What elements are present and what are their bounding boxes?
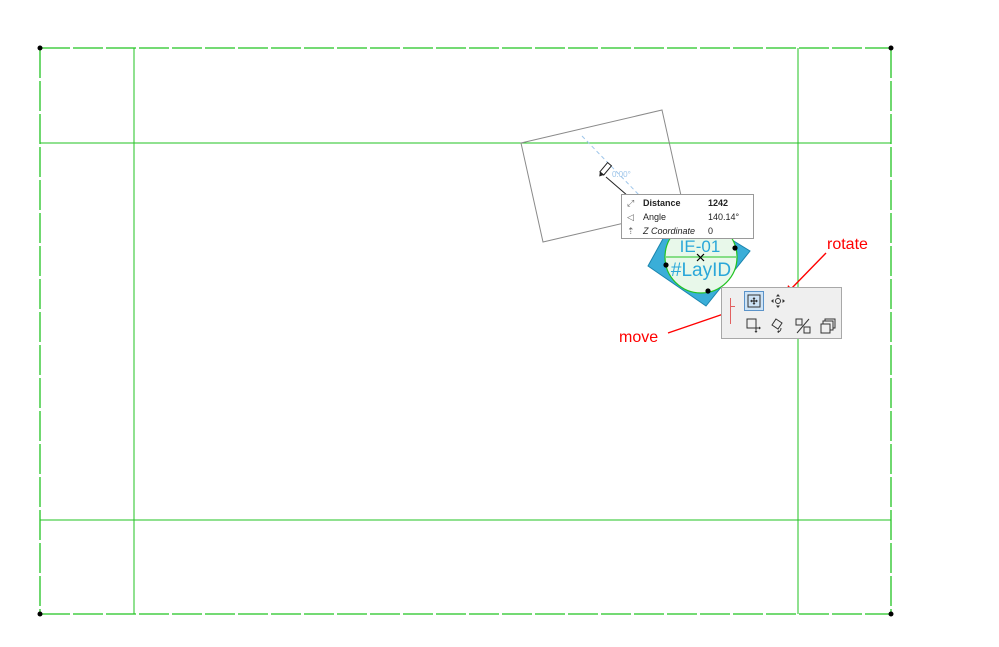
rotate-annotation: rotate: [827, 236, 868, 253]
rotate-button[interactable]: [768, 291, 788, 311]
tracker-value[interactable]: 0: [708, 226, 714, 236]
rotate-copy-icon: [771, 318, 783, 333]
anchor-cross-icon: [696, 253, 705, 262]
tracker-row-z-coordinate: ⇡ Z Coordinate 0: [622, 225, 753, 239]
multiply-button[interactable]: [818, 316, 838, 336]
tracker-label: Z Coordinate: [643, 226, 696, 236]
pet-palette: [721, 287, 842, 339]
pencil-cursor-icon: [599, 161, 613, 177]
pet-palette-handle[interactable]: [730, 298, 731, 324]
distance-icon: ⤢: [627, 198, 635, 208]
tracker-panel: ⤢ Distance 1242 ◁ Angle 140.14° ⇡ Z Coor…: [621, 194, 754, 239]
mirror-button[interactable]: [793, 316, 813, 336]
pencil-leader: [605, 176, 629, 197]
tracker-row-angle: ◁ Angle 140.14°: [622, 211, 753, 225]
tracker-value[interactable]: 140.14°: [708, 212, 740, 222]
corner-hotspots[interactable]: [37, 45, 894, 617]
drag-copy-icon: [746, 318, 761, 333]
zone-stamp-line1: IE-01: [680, 237, 721, 256]
drag-copy-button[interactable]: [744, 316, 764, 336]
tracker-row-distance: ⤢ Distance 1242: [622, 197, 753, 211]
tracker-label: Angle: [643, 212, 667, 222]
z-coordinate-icon: ⇡: [627, 226, 635, 236]
multiply-icon: [820, 318, 836, 334]
rotate-copy-button[interactable]: [768, 316, 788, 336]
mirror-icon: [795, 318, 811, 334]
tracker-label: Distance: [643, 198, 681, 208]
tracker-value[interactable]: 1242: [708, 198, 729, 208]
pet-palette-handle-tick: [730, 306, 735, 307]
rotate-icon: [771, 294, 785, 308]
angle-icon: ◁: [627, 212, 634, 222]
zone-stamp-line2: #LayID: [671, 260, 731, 281]
angle-readout: 0.00°: [612, 170, 631, 179]
move-button[interactable]: [744, 291, 764, 311]
move-annotation: move: [619, 329, 659, 346]
move-icon: [747, 294, 761, 308]
